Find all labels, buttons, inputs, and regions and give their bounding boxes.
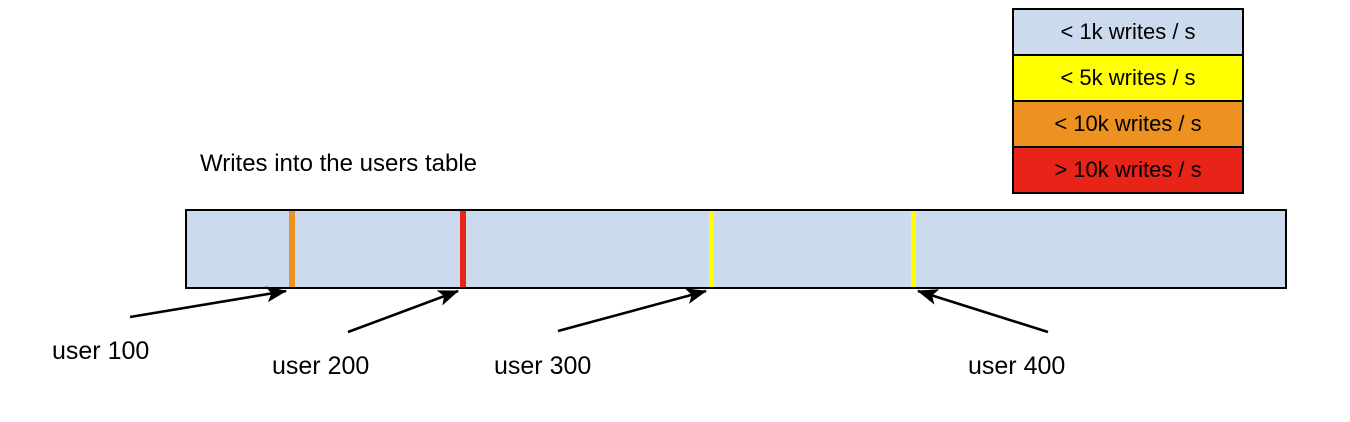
arrow-user-400 — [917, 289, 1049, 334]
legend-row-gt-10k: > 10k writes / s — [1014, 148, 1242, 192]
legend-label-gt-10k: > 10k writes / s — [1054, 157, 1202, 182]
hot-row-stripe-user-400 — [911, 211, 916, 287]
write-rate-legend: < 1k writes / s < 5k writes / s < 10k wr… — [1012, 8, 1244, 194]
chart-title: Writes into the users table — [200, 150, 478, 177]
hot-row-stripe-user-200 — [460, 211, 466, 287]
legend-row-lt-5k: < 5k writes / s — [1014, 56, 1242, 102]
legend-label-lt-5k: < 5k writes / s — [1060, 65, 1196, 90]
arrow-user-300 — [557, 288, 708, 333]
callout-label-user-200: user 200 — [272, 352, 370, 380]
users-table-bar — [185, 209, 1287, 289]
arrow-user-200 — [347, 289, 459, 334]
callout-label-user-300: user 300 — [494, 352, 592, 380]
hot-row-stripe-user-300 — [709, 211, 714, 287]
legend-row-lt-1k: < 1k writes / s — [1014, 10, 1242, 56]
hot-row-stripe-user-100 — [289, 211, 295, 287]
callout-label-user-400: user 400 — [968, 352, 1066, 380]
arrow-user-100 — [129, 286, 288, 319]
legend-row-lt-10k: < 10k writes / s — [1014, 102, 1242, 148]
legend-label-lt-1k: < 1k writes / s — [1060, 19, 1196, 44]
callout-label-user-100: user 100 — [52, 337, 150, 365]
legend-label-lt-10k: < 10k writes / s — [1054, 111, 1202, 136]
